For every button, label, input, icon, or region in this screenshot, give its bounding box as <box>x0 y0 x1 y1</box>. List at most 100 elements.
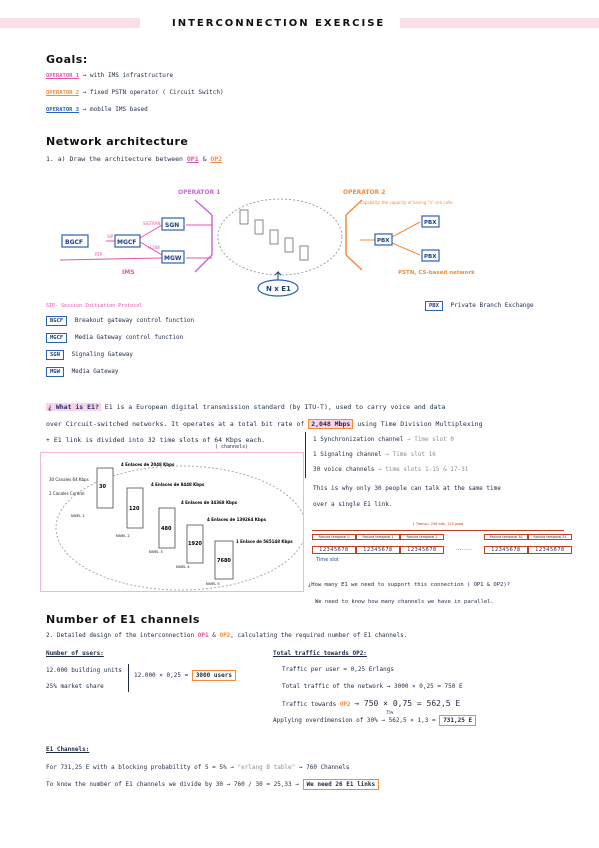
e1ch-line2-prefix: To know the number of E1 channels we div… <box>46 781 299 788</box>
bits2: 12345678 <box>400 546 444 554</box>
hierarchy-frame: 30 Canales 64 Kbps 2 Canales Control 30 … <box>40 452 307 592</box>
frame-slots: Ranura temporal 0 Ranura temporal 1 Ranu… <box>312 534 572 540</box>
channels-task-prefix: 2. Detailed design of the interconnectio… <box>46 632 195 639</box>
e1-note-2: over a single E1 link. <box>313 501 393 508</box>
mux-level3 <box>158 507 176 549</box>
hierarchy-diagram: 30 Canales 64 Kbps 2 Canales Control 30 … <box>49 462 307 591</box>
legend-item-bgcf: BGCF Breakout gateway control function <box>46 316 194 326</box>
pbx-main-label: PBX <box>377 238 390 244</box>
op2-bracket-top <box>345 199 363 216</box>
e1-question: ¿ What is E1? <box>46 403 101 411</box>
mux-level4 <box>186 524 204 564</box>
bits1: 12345678 <box>356 546 400 554</box>
legend-bgcf-abbr: BGCF <box>46 316 68 326</box>
traffic-heading: Total traffic towards OP2: <box>273 650 367 657</box>
traffic4-prefix: Applying overdimension of 30% → 562,5 × … <box>273 717 436 724</box>
frame-diagram: 1 Trama= 256 bits, 125 µseg Ranura tempo… <box>312 522 572 566</box>
operator-1-label: OPERATOR 1 <box>46 73 80 79</box>
n1920-label: 1920 <box>188 541 202 547</box>
sigtran-line <box>139 224 163 239</box>
goal-operator-1: OPERATOR 1 → with IMS infrastructure <box>46 72 173 79</box>
architecture-diagram: OPERATOR 1 SIP SIGTRAN H.248 RTP IMS BGC… <box>59 189 475 297</box>
legend-mgcf-abbr: MGCF <box>46 333 68 343</box>
legend-item-mgcf: MGCF Media Gateway control function <box>46 333 183 343</box>
frame-dimension-line <box>312 530 564 531</box>
signaling-count: 1 <box>313 451 317 458</box>
slot-gap <box>444 534 484 540</box>
mgcf-box <box>114 234 141 248</box>
channels-brace <box>305 432 309 478</box>
channels-task-suffix: , calculating the required number of E1 … <box>230 632 408 639</box>
operator1-label: OPERATOR 1 <box>178 189 220 196</box>
sip-label-1: SIP <box>107 234 114 239</box>
goals-heading: Goals: <box>46 53 88 66</box>
e1ch-result: We need 26 E1 links <box>302 779 380 790</box>
operator-2-desc: → fixed PSTN operator ( Circuit Switch) <box>82 89 224 96</box>
link-l5: 1 Enlace de 565148 Kbps <box>236 539 293 544</box>
sigtran-label: SIGTRAN <box>143 221 160 226</box>
legend-pbx-abbr: PBX <box>425 301 443 311</box>
frame-bits: 12345678 12345678 12345678 ........ 1234… <box>312 546 572 554</box>
users-brace <box>126 664 129 692</box>
voice-name: voice channels <box>323 466 375 473</box>
pbx-top-label: PBX <box>424 220 437 226</box>
rtp-line <box>59 257 163 261</box>
voice-channels-label: 30 Canales 64 Kbps <box>49 477 89 482</box>
op2-bracket-bottom <box>345 254 363 271</box>
e1-question-2: ¿How many E1 we need to support this con… <box>308 582 510 588</box>
pbx-main-box <box>374 233 393 246</box>
title-highlight-right <box>400 18 599 28</box>
traffic-line4: Applying overdimension of 30% → 562,5 × … <box>273 715 477 726</box>
channels-amp: & <box>212 632 216 639</box>
users-calc-text: 12.000 × 0,25 = <box>134 672 189 679</box>
traffic3-op: OP2 <box>339 701 351 708</box>
title-highlight-left <box>0 18 140 28</box>
sgn-label: SGN <box>165 222 179 229</box>
users-line1: 12.000 building units <box>46 667 122 674</box>
nivel3: NIVEL 3 <box>149 550 163 554</box>
slot2: Ranura temporal 2 <box>400 534 444 540</box>
e1-bitrate: 2,048 Mbps <box>308 419 354 429</box>
mux-level2 <box>126 487 144 529</box>
channel-sync: 1 Synchronization channel → Time slot 0 <box>313 436 454 443</box>
signaling-name: Signaling channel <box>320 451 382 458</box>
up-arrow-icon <box>274 270 282 280</box>
e1ch-table: "erlang B table" <box>237 764 296 771</box>
pstn-label: PSTN, CS-based network <box>398 270 475 276</box>
rtp-label: RTP <box>95 252 103 257</box>
operator-2-label: OPERATOR 2 <box>46 90 80 96</box>
voice-count: 30 <box>313 466 321 473</box>
legend-mgw-desc: Media Gateway <box>71 368 119 375</box>
traffic3-prefix: Traffic towards <box>282 701 337 708</box>
traffic-line1: Traffic per user = 0,25 Erlangs <box>282 666 394 673</box>
e1-line2-suffix: using Time Division Multiplexing <box>357 420 483 428</box>
mgcf-label: MGCF <box>117 239 136 246</box>
goal-operator-2: OPERATOR 2 → fixed PSTN operator ( Circu… <box>46 89 224 96</box>
capability-note: capability: the capacity of having "n" s… <box>360 200 453 205</box>
operator2-label: OPERATOR 2 <box>343 189 385 196</box>
users-heading: Number of users: <box>46 650 104 657</box>
e1-definition-line2: over Circuit-switched networks. It opera… <box>46 419 483 429</box>
channels-op1: OP1 <box>197 632 209 639</box>
frame-label: 1 Trama= 256 bits, 125 µseg <box>412 522 464 526</box>
h248-line <box>139 241 163 256</box>
channel-voice: 30 voice channels → time slots 1-15 & 17… <box>313 466 468 473</box>
operator-3-desc: → mobile IMS based <box>82 106 148 113</box>
users-line2: 25% market share <box>46 683 104 690</box>
h248-label: H.248 <box>148 245 160 250</box>
bgcf-label: BGCF <box>65 239 83 246</box>
slot0: Ranura temporal 0 <box>312 534 356 540</box>
mgw-box <box>161 250 185 264</box>
slot1: Ranura temporal 1 <box>356 534 400 540</box>
network-task-text: 1. a) Draw the architecture between <box>46 155 183 163</box>
n-e1-label: N x E1 <box>266 285 291 293</box>
transport-cloud <box>217 198 343 276</box>
legend-sgn-abbr: SGN <box>46 350 64 360</box>
e1ch-line1-prefix: For 731,25 E with a blocking probability… <box>46 764 234 771</box>
channels-op2: OP2 <box>219 632 231 639</box>
e1-line2-prefix: over Circuit-switched networks. It opera… <box>46 420 305 428</box>
ims-label: IMS <box>122 269 135 276</box>
mux-level1 <box>96 467 114 509</box>
bgcf-box <box>61 234 89 248</box>
sgn-box <box>161 217 185 231</box>
